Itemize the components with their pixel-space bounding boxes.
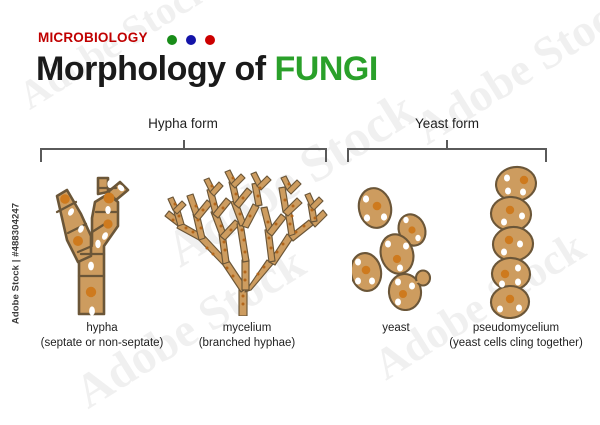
bracket-tick-left [40,148,42,162]
caption-mycelium-main: mycelium [222,322,272,334]
hypha-nuclei [60,192,115,298]
caption-pseudomycelium-sub: (yeast cells cling together) [449,337,583,349]
caption-hypha-sub: (septate or non-septate) [40,337,164,349]
figure-mycelium [163,164,328,316]
pseudomycelium-diagram [489,165,537,319]
watermark-text: Adobe Stock [405,0,600,155]
bracket-yeast-form [347,140,547,164]
caption-mycelium-sub: (branched hyphae) [198,337,296,349]
figure-pseudomycelium [478,164,548,319]
accent-dots [167,35,215,45]
figure-yeast [352,186,452,311]
bracket-stem [182,140,185,149]
yeast-diagram [352,187,432,311]
blue-dot-icon [186,35,196,45]
bracket-tick-right [545,148,547,162]
hypha-diagram [55,176,130,316]
bracket-tick-right [325,148,327,162]
bracket-stem [446,140,448,149]
group-label-yeast-form: Yeast form [414,116,480,131]
mycelium-nuclei [171,176,317,306]
yeast-bud [414,269,432,287]
mycelium-diagram [164,169,328,316]
page-title-prefix: Morphology of [36,50,275,88]
caption-pseudomycelium-main: pseudomycelium [472,322,560,334]
group-label-hypha-form: Hypha form [148,116,218,131]
yeast-vacuoles [355,195,421,306]
pseudomycelium-cell [491,225,535,263]
caption-hypha: hypha (septate or non-septate) [41,321,164,351]
bracket-tick-left [347,148,349,162]
pseudomycelium-nuclei [500,175,529,304]
kicker-label: MICROBIOLOGY [38,30,148,45]
pseudomycelium-vacuoles [497,174,526,313]
green-dot-icon [167,35,177,45]
caption-pseudomycelium: pseudomycelium (yeast cells cling togeth… [449,321,583,351]
bracket-bar [40,148,327,150]
caption-mycelium: mycelium (branched hyphae) [199,321,296,351]
caption-yeast: yeast [382,321,410,336]
caption-hypha-main: hypha [86,322,118,334]
red-dot-icon [205,35,215,45]
bracket-hypha-form [40,140,327,164]
hypha-vacuoles [67,180,125,316]
caption-yeast-main: yeast [382,322,410,334]
figure-hypha [48,166,163,316]
bracket-bar [347,148,547,150]
page-title: Morphology of FUNGI [36,50,378,89]
page-title-accent: FUNGI [274,50,379,88]
watermark-stock-id: Adobe Stock | #488304247 [10,202,22,325]
yeast-nuclei [361,201,416,298]
